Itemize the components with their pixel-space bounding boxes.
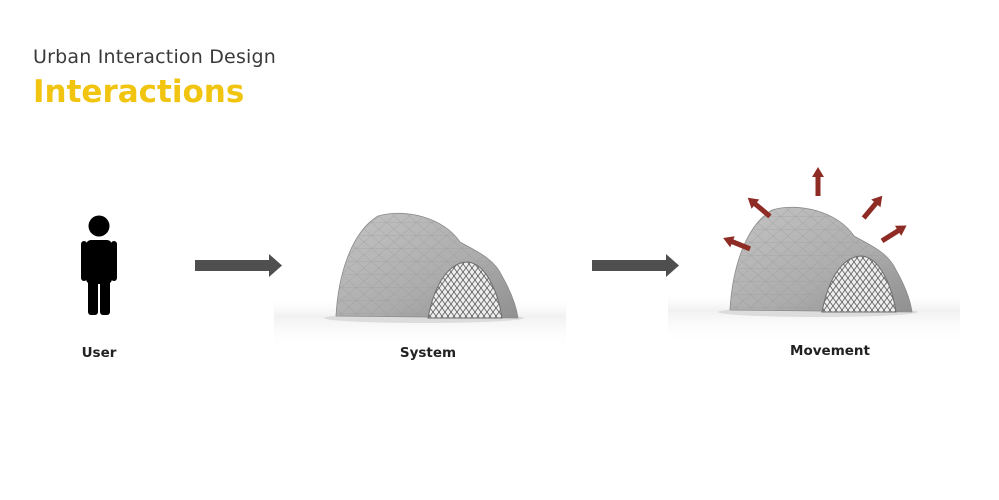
pavilion-system-image bbox=[273, 212, 567, 351]
movement-arrow-left bbox=[723, 236, 751, 252]
stage-label-movement: Movement bbox=[790, 343, 870, 359]
stage-label-user: User bbox=[81, 345, 117, 361]
movement-arrow-upleft bbox=[747, 197, 772, 219]
movement-arrow-up bbox=[812, 167, 824, 196]
page-title: Interactions bbox=[33, 74, 245, 110]
movement-arrow-right bbox=[880, 225, 907, 244]
flow-arrow-system-to-movement bbox=[592, 254, 679, 277]
pavilion-movement-image bbox=[667, 206, 961, 345]
stage-label-system: System bbox=[399, 345, 457, 361]
person-icon bbox=[81, 215, 117, 315]
flow-arrow-user-to-system bbox=[195, 254, 282, 277]
page-subtitle: Urban Interaction Design bbox=[33, 46, 277, 68]
movement-arrow-upright bbox=[861, 195, 883, 220]
movement-arrows bbox=[723, 167, 907, 252]
